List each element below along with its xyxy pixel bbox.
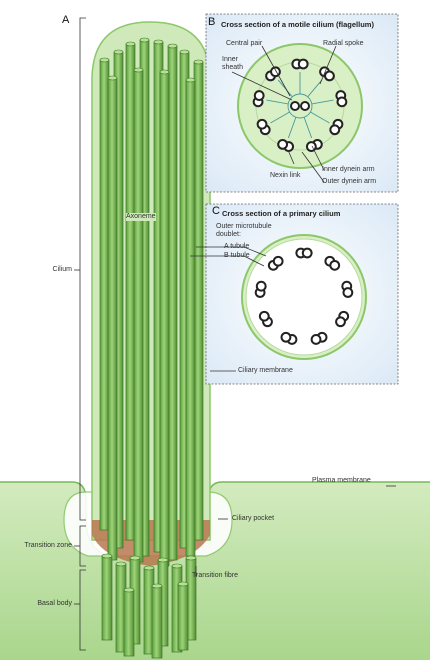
axoneme-tubule [167, 45, 178, 561]
tubule-end [185, 77, 196, 83]
primary-doublet-b-tubule [329, 259, 341, 271]
axoneme-tubule [159, 71, 170, 567]
b-tubule-label: B tubule [224, 252, 250, 259]
ciliary-membrane-label: Ciliary membrane [238, 367, 293, 374]
cilium-label: Cilium [52, 266, 72, 273]
basal-tubule-end [185, 555, 197, 561]
tubule-end [167, 43, 178, 49]
primary-doublet-b-tubule [255, 280, 267, 292]
tubule-end [107, 75, 118, 81]
basal-tubule-end [177, 581, 189, 587]
motile-doublet-b-tubule [253, 90, 265, 101]
axoneme-tubule [133, 69, 144, 563]
motile-doublet-b-tubule [297, 58, 309, 70]
bracket-lines [74, 17, 396, 651]
plasma-membrane-label: Plasma membrane [312, 477, 371, 484]
radial-spoke [307, 79, 323, 98]
basal-tubule-end [143, 565, 155, 571]
tubule-end [125, 41, 136, 47]
radial-spoke [270, 111, 290, 124]
basal-tubule-end [101, 553, 113, 559]
primary-doublet-b-tubule [310, 334, 322, 345]
tubule-end [133, 67, 144, 73]
tubule-end [179, 49, 190, 55]
radial-spoke-label: Radial spoke [323, 40, 364, 47]
basal-body-label: Basal body [37, 600, 72, 607]
basal-tubule [123, 589, 135, 657]
transition-zone-label: Transition zone [24, 542, 72, 549]
primary-doublets [254, 247, 354, 345]
radial-spoke [303, 117, 313, 139]
motile-doublet-b-tubule [277, 138, 289, 150]
radial-spoke [277, 79, 293, 98]
axoneme-tubule [185, 79, 196, 557]
inner-dynein-label: Inner dynein arm [322, 166, 375, 173]
tubule-end [153, 39, 164, 45]
basal-tubule [101, 555, 113, 641]
basal-tubule [177, 583, 189, 651]
central-pair-label: Central pair [226, 40, 263, 47]
axoneme-tubule [125, 43, 136, 541]
motile-doublet-b-tubule [324, 70, 335, 82]
motile-doublet-b-tubule [256, 118, 268, 130]
motile-doublets [252, 58, 348, 152]
primary-doublet-b-tubule [258, 310, 270, 322]
radial-spoke [287, 117, 297, 139]
axoneme-tubules [99, 37, 204, 567]
panel-a-letter: A [62, 14, 70, 26]
tubule-end [159, 69, 170, 75]
panel-c-letter: C [212, 205, 220, 217]
primary-doublet-b-tubule [280, 331, 292, 343]
basal-body-tubules [101, 553, 197, 659]
tubule-end [113, 49, 124, 55]
inner-sheath [287, 93, 313, 119]
primary-doublet-b-tubule [335, 316, 346, 328]
panel-c-title: Cross section of a primary cilium [222, 209, 341, 218]
panel-b-letter: B [208, 16, 216, 28]
axoneme-tubule [193, 61, 204, 541]
outer-dynein-label: Outer dynein arm [322, 178, 377, 185]
basal-tubule-end [171, 563, 183, 569]
basal-tubule-end [157, 557, 169, 563]
radial-spoke [266, 99, 289, 105]
inner-sheath-label: Inner sheath [222, 56, 244, 71]
ciliary-pocket-label: Ciliary pocket [232, 515, 275, 522]
nexin-link-label: Nexin link [270, 172, 301, 179]
motile-doublet-b-tubule [305, 141, 317, 152]
central-microtubule [290, 101, 300, 111]
radial-spoke [310, 111, 330, 124]
tubule-end [99, 57, 110, 63]
radial-spoke [311, 99, 334, 105]
central-microtubule [300, 101, 310, 111]
panel-b-title: Cross section of a motile cilium (flagel… [221, 20, 374, 29]
transition-fibre-label: Transition fibre [192, 572, 239, 579]
basal-tubule-end [115, 561, 127, 567]
basal-tubule-end [123, 587, 135, 593]
basal-tubule-end [129, 555, 141, 561]
outer-doublet-label: Outer microtubule doublet: [216, 223, 272, 238]
tubule-end [139, 37, 150, 43]
tubule-end [193, 59, 204, 65]
basal-tubule-end [151, 583, 163, 589]
motile-doublet-b-tubule [336, 96, 348, 108]
axoneme-label: Axoneme [126, 213, 156, 221]
axoneme-tubule [107, 77, 118, 561]
primary-doublet-b-tubule [301, 247, 313, 259]
a-tubule-label: A tubule [224, 243, 250, 250]
basal-tubule [151, 585, 163, 659]
primary-doublet-b-tubule [342, 287, 354, 298]
motile-doublet-b-tubule [329, 124, 341, 136]
primary-doublet-b-tubule [272, 255, 284, 267]
